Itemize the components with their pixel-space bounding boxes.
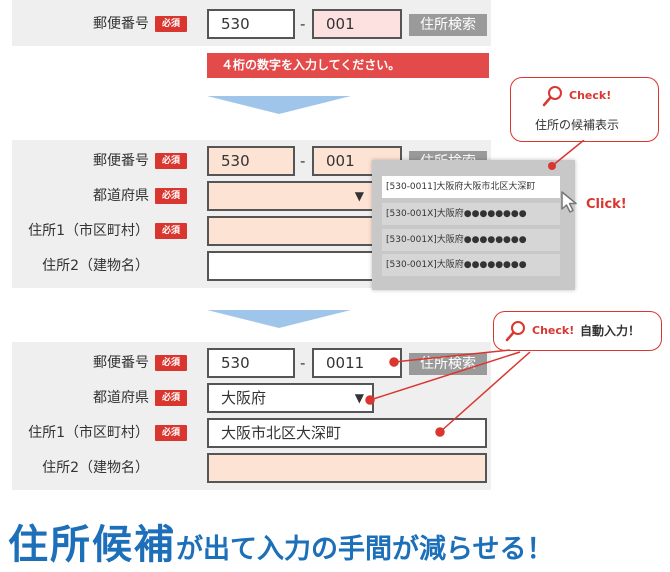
check-label: Check! [532, 324, 575, 337]
zip-dash: - [300, 15, 306, 33]
address1-input[interactable]: 大阪市北区大深町 [207, 418, 487, 448]
auto-fill-callout: Check! 自動入力！ [493, 311, 662, 351]
candidate-item[interactable]: [530-001X]大阪府●●●●●●●● [382, 229, 560, 251]
zip-second-input[interactable]: 001 [312, 9, 402, 39]
zip-first-input[interactable]: 530 [207, 9, 295, 39]
required-badge: 必須 [155, 16, 187, 32]
required-badge: 必須 [155, 355, 187, 371]
zip-dash: - [300, 152, 306, 170]
address1-label: 住所1（市区町村） [28, 425, 149, 441]
headline-rest: が出て入力の手間が減らせる！ [176, 534, 554, 565]
callout-text: 住所の候補表示 [535, 118, 620, 132]
headline-emphasis: 住所候補 [8, 522, 176, 568]
chevron-down-icon: ▼ [354, 391, 364, 405]
address2-label: 住所2（建物名） [42, 460, 149, 476]
zip-second-input[interactable]: 0011 [312, 348, 402, 378]
required-badge: 必須 [155, 188, 187, 204]
magnifier-icon [505, 321, 525, 342]
postal-code-label: 郵便番号 [93, 355, 149, 371]
down-arrow-icon [207, 96, 351, 114]
required-badge: 必須 [155, 390, 187, 406]
candidate-item[interactable]: [530-001X]大阪府●●●●●●●● [382, 254, 560, 276]
headline: 住所候補が出て入力の手間が減らせる！ [8, 512, 553, 568]
connector-lines [365, 349, 531, 437]
prefecture-select[interactable]: 大阪府 ▼ [207, 383, 374, 413]
address2-label: 住所2（建物名） [42, 258, 149, 274]
click-label: Click! [586, 197, 627, 212]
postal-code-label: 郵便番号 [93, 153, 149, 169]
error-message: ４桁の数字を入力してください。 [207, 53, 489, 78]
cursor-icon [561, 191, 577, 213]
candidate-item[interactable]: [530-001X]大阪府●●●●●●●● [382, 203, 560, 225]
postal-code-label: 郵便番号 [93, 16, 149, 32]
callout-text: 自動入力！ [580, 324, 641, 338]
candidate-display-callout: Check! 住所の候補表示 [510, 77, 659, 142]
check-label: Check! [569, 89, 612, 102]
prefecture-label: 都道府県 [93, 390, 149, 406]
down-arrow-icon [207, 310, 351, 328]
required-badge: 必須 [155, 425, 187, 441]
address-candidate-list: [530-0011]大阪府大阪市北区大深町 [530-001X]大阪府●●●●●… [372, 160, 575, 290]
chevron-down-icon: ▼ [354, 189, 364, 203]
prefecture-label: 都道府県 [93, 188, 149, 204]
required-badge: 必須 [155, 223, 187, 239]
prefecture-value: 大阪府 [221, 389, 267, 407]
zip-first-input[interactable]: 530 [207, 146, 295, 176]
address1-label: 住所1（市区町村） [28, 223, 149, 239]
zip-first-input[interactable]: 530 [207, 348, 295, 378]
connector-line [548, 140, 585, 170]
required-badge: 必須 [155, 153, 187, 169]
address2-input[interactable] [207, 453, 487, 483]
magnifier-icon [542, 86, 562, 107]
address-search-button[interactable]: 住所検索 [409, 14, 487, 36]
zip-dash: - [300, 354, 306, 372]
prefecture-select[interactable]: ▼ [207, 181, 374, 211]
candidate-item[interactable]: [530-0011]大阪府大阪市北区大深町 [382, 176, 560, 198]
